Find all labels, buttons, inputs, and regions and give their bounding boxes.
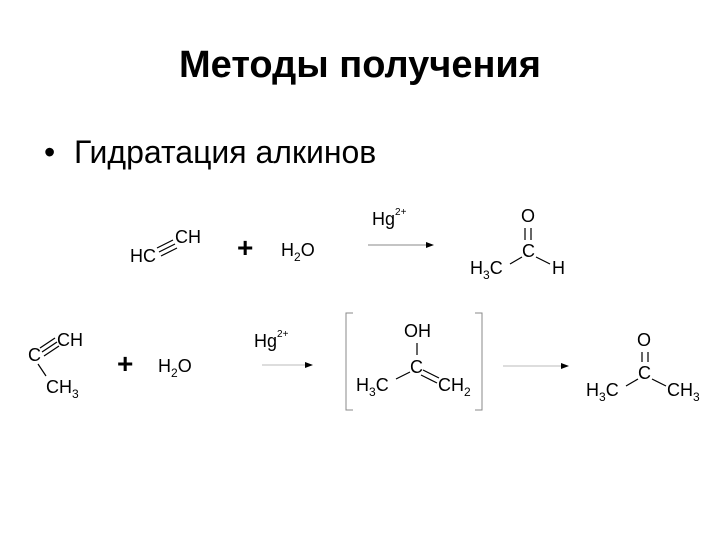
reaction2: CH C CH3 + H2O Hg2+ OH C xyxy=(28,312,700,411)
acetone: O C H3C CH3 xyxy=(586,330,700,404)
propyne-terminal-group: CH xyxy=(57,330,83,350)
enol-intermediate: OH C H3C CH2 xyxy=(356,321,471,399)
triple-bond xyxy=(156,239,178,257)
water: H2O xyxy=(281,240,315,264)
enol-bracket xyxy=(345,312,483,411)
triple-bond xyxy=(39,337,60,357)
right-methyl: CH3 xyxy=(667,380,700,404)
reaction-arrow-2 xyxy=(503,363,569,369)
bullet-text: Гидратация алкинов xyxy=(74,134,377,170)
bullet-item: • Гидратация алкинов xyxy=(44,134,376,171)
propyne: CH C CH3 xyxy=(28,330,83,401)
acetylene-right-group: CH xyxy=(175,227,201,247)
reaction-arrow-1 xyxy=(262,362,313,368)
plus-sign: + xyxy=(237,232,253,263)
slide-title: Методы получения xyxy=(179,44,541,86)
methyl-group: H3C xyxy=(470,258,503,282)
left-methyl: H3C xyxy=(586,380,619,404)
carbonyl-carbon: C xyxy=(522,241,535,261)
carbonyl-carbon: C xyxy=(638,363,651,383)
catalyst: Hg2+ xyxy=(372,207,407,229)
reaction-arrow xyxy=(368,242,434,248)
enol-hydroxyl: OH xyxy=(404,321,431,341)
catalyst: Hg2+ xyxy=(254,329,289,351)
propyne-methyl: CH3 xyxy=(46,377,79,401)
carbonyl-oxygen: O xyxy=(521,206,535,226)
enol-methylene: CH2 xyxy=(438,375,471,399)
acetylene: HC CH xyxy=(130,227,201,266)
water: H2O xyxy=(158,356,192,380)
reaction1: HC CH + H2O Hg2+ O C H3C H xyxy=(130,206,565,282)
enol-methyl: H3C xyxy=(356,375,389,399)
carbonyl-oxygen: O xyxy=(637,330,651,350)
plus-sign: + xyxy=(117,348,133,379)
propyne-carbon: C xyxy=(28,345,41,365)
acetaldehyde: O C H3C H xyxy=(470,206,565,282)
aldehyde-hydrogen: H xyxy=(552,258,565,278)
acetylene-left-group: HC xyxy=(130,246,156,266)
bullet-marker: • xyxy=(44,134,56,170)
enol-carbon: C xyxy=(410,357,423,377)
